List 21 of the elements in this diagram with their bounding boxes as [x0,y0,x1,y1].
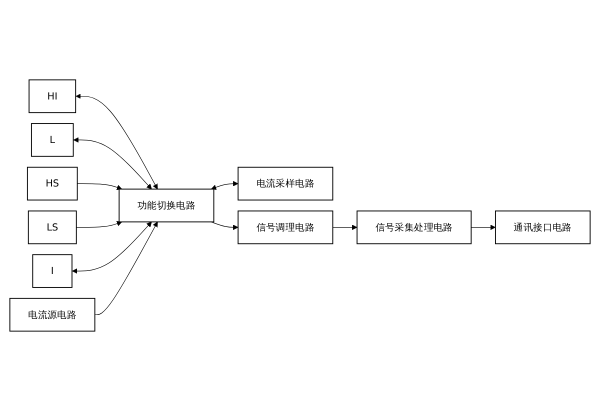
node-box: 信号调理电路 [238,210,334,244]
node-box: 通讯接口电路 [495,210,591,244]
arrow [76,220,122,228]
node-box: 信号采集处理电路 [356,210,472,244]
node-box: 功能切换电路 [118,188,214,222]
arrow [211,180,238,190]
node-box: HS [26,166,78,200]
node-box: HI [28,78,76,113]
arrow [470,224,496,230]
node-box: L [30,122,74,156]
arrow [77,182,122,190]
arrow [94,221,158,315]
node-box: I [32,254,72,288]
arrow [210,221,238,230]
node-box: LS [28,210,77,244]
arrow [332,224,358,230]
arrow [76,93,158,189]
node-box: 电流源电路 [9,297,96,332]
arrow [73,136,152,189]
arrow [72,221,152,274]
node-box: 电流采样电路 [238,166,334,200]
